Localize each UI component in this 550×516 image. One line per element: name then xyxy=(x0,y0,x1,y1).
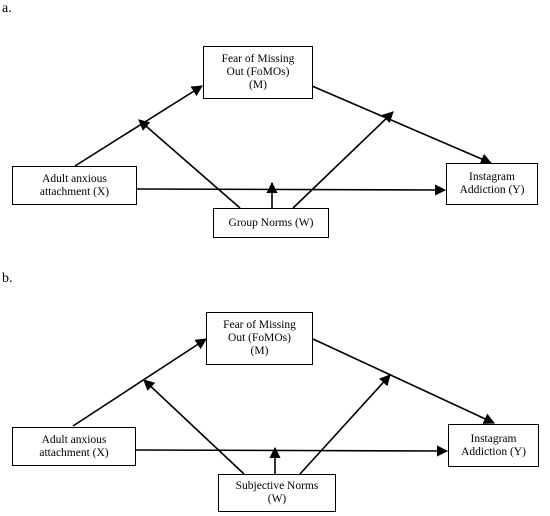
arrow-a-x-to-m xyxy=(74,85,203,167)
panel-b-y-box: Instagram Addiction (Y) xyxy=(448,424,539,467)
panel-b-mediator-line-2: Out (FoMOs) xyxy=(228,332,291,344)
panel-a-mediator-line-2: Out (FoMOs) xyxy=(226,66,290,78)
panel-a-mediator-line-1: Fear of Missing xyxy=(221,53,295,65)
panel-a-y-line-2: Addiction (Y) xyxy=(459,184,525,196)
panel-b-w-line-1: Subjective Norms xyxy=(235,480,319,492)
panel-a-x-line-2: attachment (X) xyxy=(39,185,110,198)
panel-a-mediator-box: Fear of Missing Out (FoMOs) (M) xyxy=(203,46,313,99)
arrow-b-x-to-y xyxy=(135,445,449,457)
panel-b-x-box: Adult anxious attachment (X) xyxy=(12,427,136,466)
panel-a-label: a. xyxy=(2,1,12,16)
arrow-b-w-to-xm-path xyxy=(143,379,245,475)
arrow-b-w-to-my-path xyxy=(299,374,391,475)
arrow-a-w-to-xm-path xyxy=(138,119,241,209)
panel-a-mediator-line-3: (M) xyxy=(249,79,267,91)
panel-b-mediator-box: Fear of Missing Out (FoMOs) (M) xyxy=(206,312,313,365)
arrow-a-x-to-y xyxy=(136,184,447,196)
panel-b-mediator-line-3: (M) xyxy=(250,345,269,357)
panel-b-w-line-2: (W) xyxy=(267,493,287,505)
arrow-b-m-to-y xyxy=(312,338,496,424)
panel-b-y-line-2: Addiction (Y) xyxy=(461,445,526,458)
panel-b-x-line-1: Adult anxious xyxy=(41,433,107,446)
panel-a-w-box: Group Norms (W) xyxy=(213,208,329,238)
panel-b-mediator-line-1: Fear of Missing xyxy=(223,319,296,331)
panel-a-w-line-1: Group Norms (W) xyxy=(228,216,314,229)
panel-b-label: b. xyxy=(2,271,13,286)
arrow-a-m-to-y xyxy=(311,85,493,165)
panel-a-y-line-1: Instagram xyxy=(469,171,515,183)
arrow-b-x-to-m xyxy=(72,338,207,427)
panel-b-y-line-1: Instagram xyxy=(470,432,517,445)
panel-a-x-line-1: Adult anxious xyxy=(42,172,107,185)
panel-a-x-box: Adult anxious attachment (X) xyxy=(12,166,137,205)
panel-b-x-line-2: attachment (X) xyxy=(39,446,109,459)
panel-b-w-box: Subjective Norms (W) xyxy=(218,474,336,512)
panel-a-y-box: Instagram Addiction (Y) xyxy=(446,163,538,205)
arrow-a-w-to-my-path xyxy=(292,111,394,209)
